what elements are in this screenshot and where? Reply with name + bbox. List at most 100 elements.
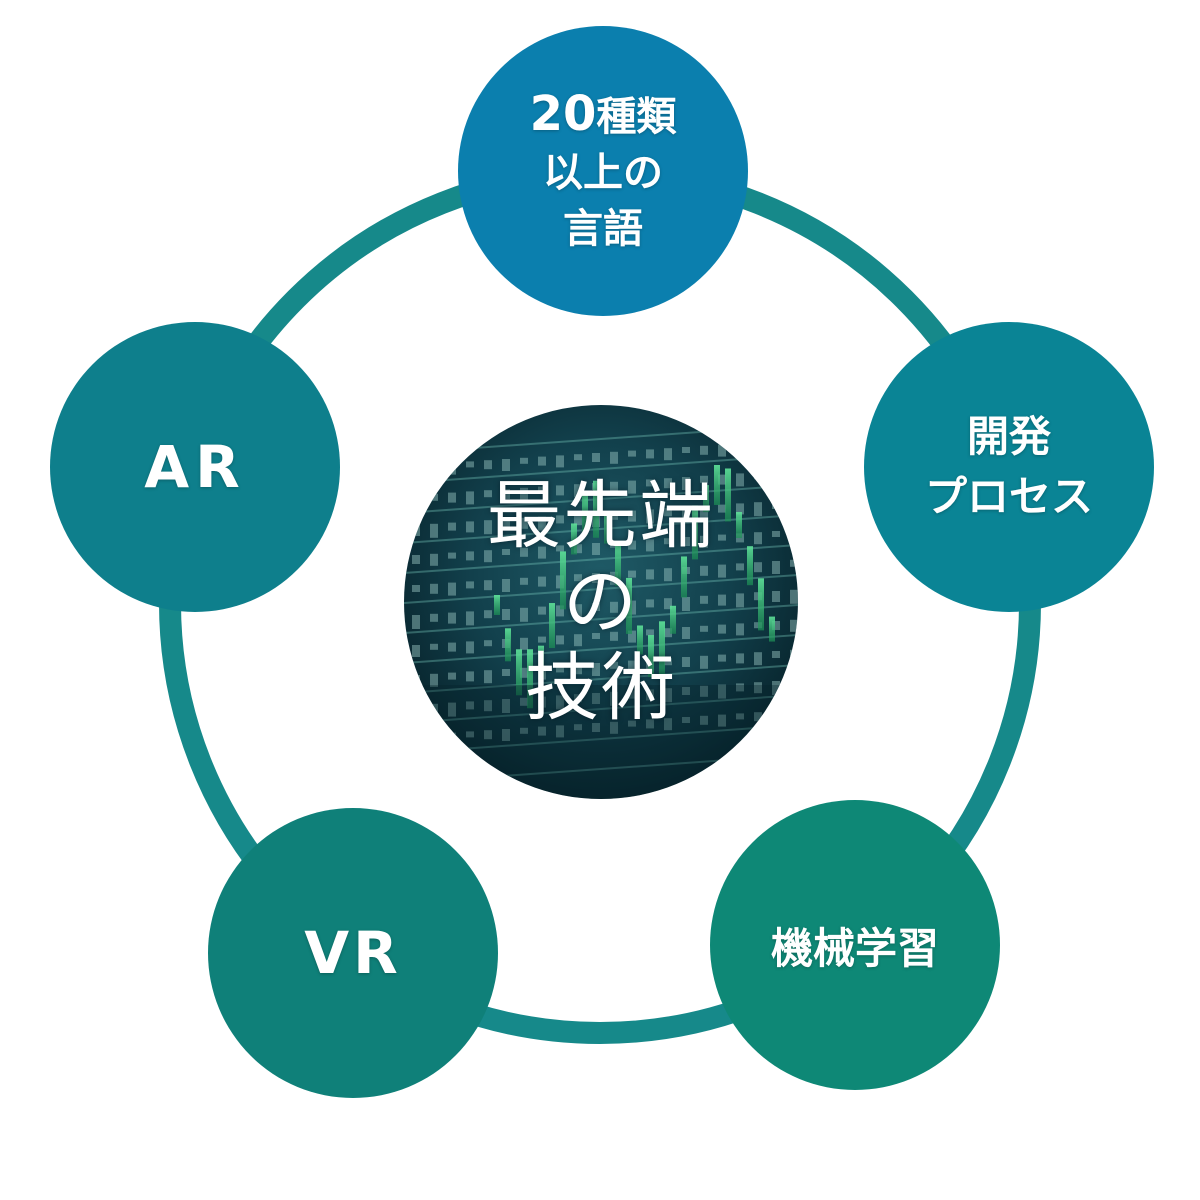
ticker-bar — [790, 529, 798, 539]
ticker-bar — [682, 597, 690, 611]
ticker-bar — [790, 439, 798, 446]
node-vr: VR — [208, 808, 498, 1098]
ticker-bar — [646, 689, 654, 701]
ticker-bar — [628, 480, 636, 494]
ticker-bar — [790, 559, 798, 567]
ticker-bar — [520, 697, 528, 706]
ticker-bar — [646, 629, 654, 636]
ticker-bar — [610, 541, 618, 548]
ticker-bar — [412, 705, 420, 713]
glow-candle — [747, 546, 753, 586]
grid-line — [404, 724, 798, 754]
ticker-bar — [790, 709, 798, 716]
ticker-bar — [574, 484, 582, 498]
node-languages: 20種類 以上の 言語 — [458, 26, 748, 316]
ticker-bar — [484, 730, 492, 740]
glow-candle — [736, 512, 742, 539]
ticker-bar — [592, 603, 600, 611]
ticker-bar — [520, 487, 528, 501]
ticker-bar — [610, 571, 618, 585]
grid-line — [404, 544, 798, 574]
ticker-bar — [502, 699, 510, 713]
glow-candle — [571, 523, 577, 555]
ticker-bar — [592, 543, 600, 555]
ticker-bar — [520, 577, 528, 585]
ticker-bar — [502, 579, 510, 592]
ticker-bar — [484, 580, 492, 591]
ticker-bar — [556, 695, 564, 710]
ticker-bar — [700, 625, 708, 632]
grid-line — [404, 574, 798, 604]
ticker-bar — [466, 701, 474, 710]
ticker-bar — [556, 665, 564, 673]
node-vr-label: VR — [304, 919, 402, 987]
glow-candle — [725, 468, 731, 522]
ticker-bar — [772, 531, 780, 537]
ticker-bar — [538, 606, 546, 615]
ticker-bar — [520, 727, 528, 734]
ticker-bar — [448, 492, 456, 503]
ticker-bar — [574, 604, 582, 619]
ticker-bar — [610, 661, 618, 669]
ticker-bar — [700, 715, 708, 725]
ticker-bar — [412, 675, 420, 685]
ticker-bar — [754, 712, 762, 722]
center-title-line-3: 技術 — [525, 645, 677, 731]
ticker-bar — [412, 525, 420, 536]
ticker-bar — [628, 660, 636, 671]
glow-candle — [505, 628, 511, 662]
ticker-bar — [718, 714, 726, 727]
ticker-bar — [556, 545, 564, 552]
ticker-bar — [448, 582, 456, 596]
ticker-bar — [718, 504, 726, 513]
ticker-bar — [610, 631, 618, 641]
ticker-bar — [628, 510, 636, 522]
ticker-bar — [772, 471, 780, 481]
ticker-bar — [736, 713, 744, 720]
ticker-bar — [538, 696, 546, 708]
ticker-bar — [772, 591, 780, 602]
ticker-bar — [664, 628, 672, 638]
node-languages-unit: 種類 — [596, 93, 677, 140]
node-languages-line-3: 言語 — [563, 205, 643, 252]
ticker-bar — [790, 619, 798, 632]
ticker-bar — [484, 550, 492, 563]
glow-candle — [560, 551, 566, 610]
ticker-bar — [790, 679, 798, 688]
ticker-bar — [700, 595, 708, 604]
node-machine-learning: 機械学習 — [710, 800, 1000, 1090]
ticker-bar — [502, 519, 510, 527]
ticker-bar — [664, 598, 672, 610]
ticker-bar — [448, 642, 456, 652]
glow-candle — [692, 505, 698, 560]
ticker-bar — [484, 640, 492, 647]
ticker-bar — [790, 499, 798, 511]
ticker-bar — [430, 703, 438, 715]
ticker-bar — [502, 549, 510, 555]
ticker-bar — [790, 649, 798, 660]
glow-candle — [527, 649, 533, 709]
ticker-bar — [448, 702, 456, 717]
ticker-bar — [466, 641, 474, 654]
node-ar-label: AR — [144, 433, 246, 501]
ticker-bar — [412, 465, 420, 471]
ticker-bar — [754, 652, 762, 666]
ticker-bar — [520, 637, 528, 650]
center-title: 最先端 の 技術 — [404, 405, 798, 799]
ticker-bar — [772, 621, 780, 630]
ticker-bar — [538, 486, 546, 494]
ticker-bar — [628, 630, 636, 643]
ticker-bar — [682, 447, 690, 453]
glow-candle — [538, 645, 544, 678]
ticker-bar — [466, 521, 474, 533]
ticker-bar — [682, 657, 690, 667]
ticker-bar — [574, 454, 582, 461]
ticker-bar — [484, 520, 492, 535]
ticker-bar — [754, 442, 762, 452]
ticker-bar — [448, 672, 456, 680]
ticker-bar — [646, 569, 654, 580]
ticker-bar — [520, 607, 528, 622]
ticker-bar — [538, 456, 546, 466]
ticker-bar — [592, 633, 600, 639]
ticker-bar — [610, 691, 618, 706]
